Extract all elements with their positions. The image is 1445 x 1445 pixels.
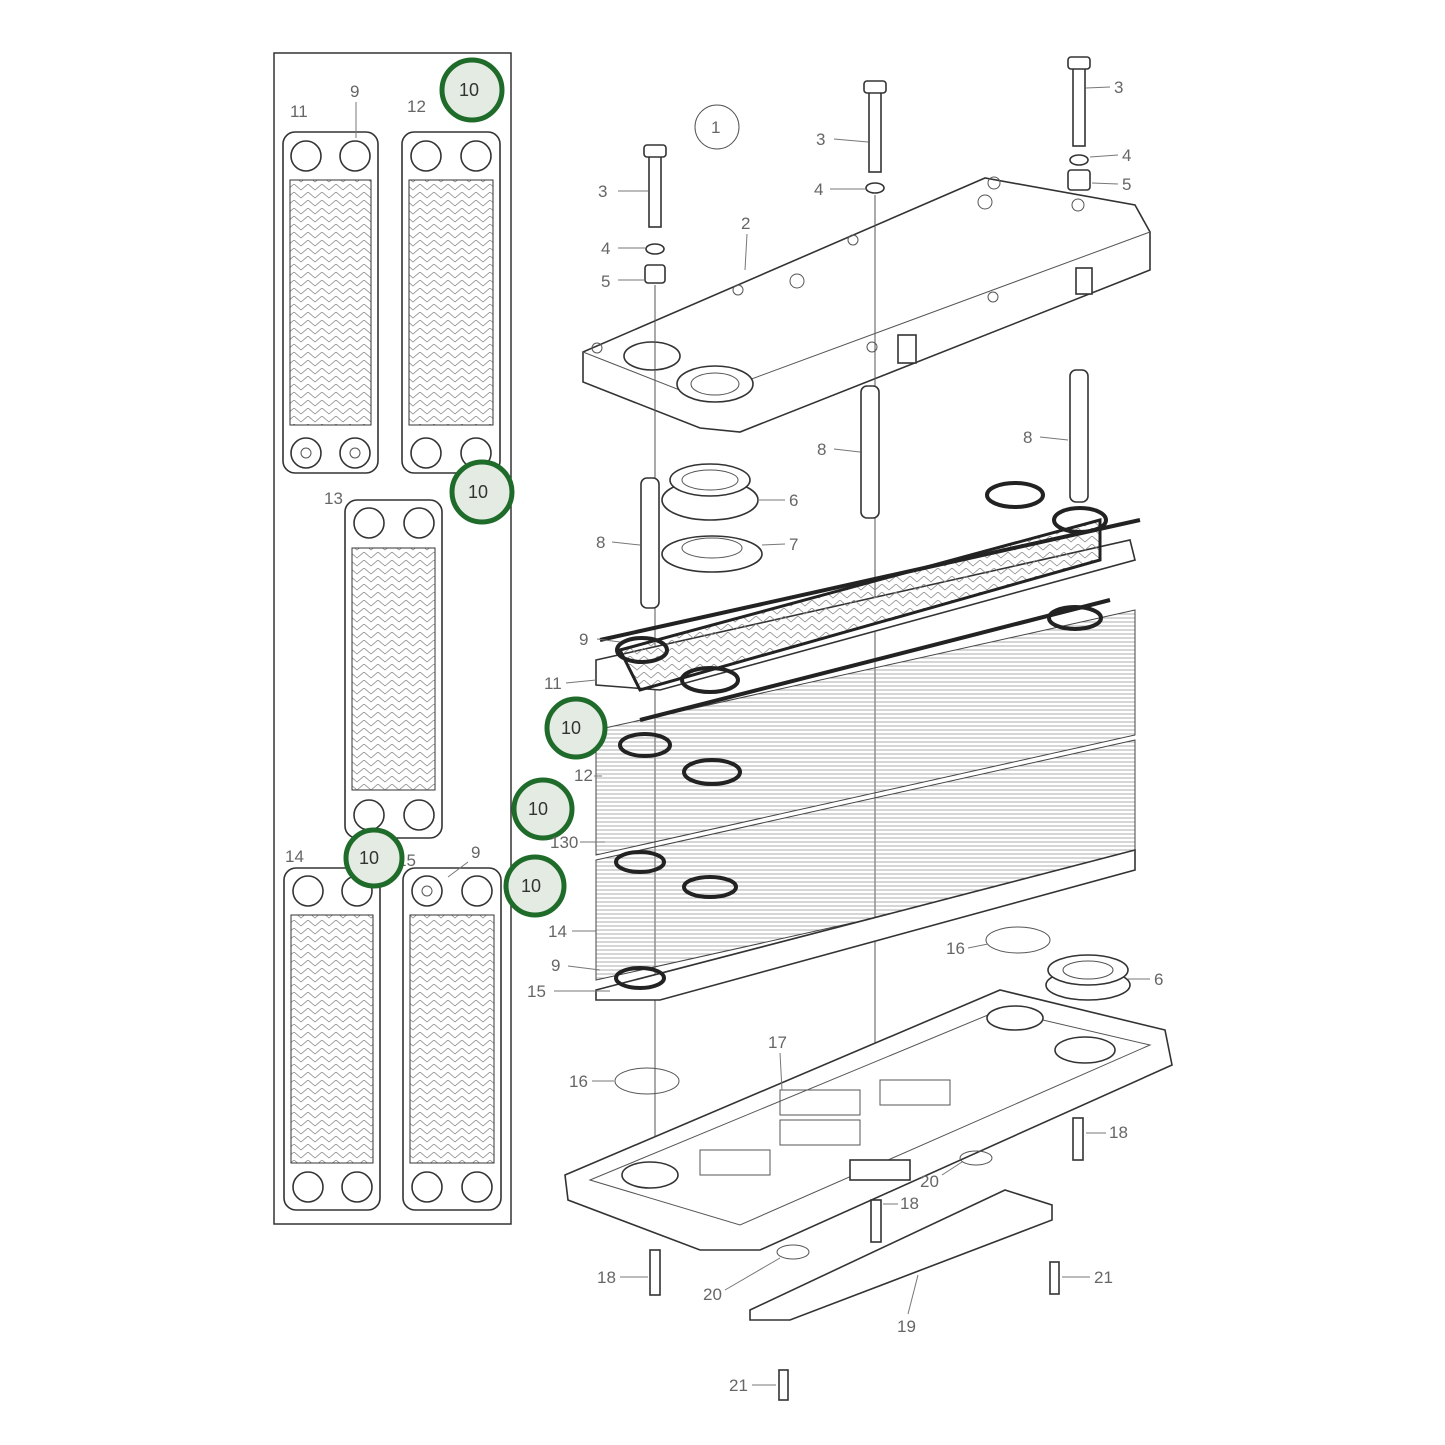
guide-bar xyxy=(640,477,660,609)
label-21: 21 xyxy=(1094,1268,1113,1287)
o-ring xyxy=(985,926,1051,954)
screw xyxy=(778,1369,789,1401)
o-ring xyxy=(614,1067,680,1095)
svg-text:10: 10 xyxy=(561,718,581,738)
label-4: 4 xyxy=(601,239,610,258)
label-20: 20 xyxy=(703,1285,722,1304)
label-3: 3 xyxy=(816,130,825,149)
callout-10: 10 xyxy=(343,827,405,889)
tightening-bolt xyxy=(643,144,667,284)
label-plate-14: 14 xyxy=(285,847,304,866)
callout-10: 10 xyxy=(449,459,515,525)
callout-10: 10 xyxy=(511,777,575,841)
port-liner xyxy=(661,463,759,521)
label-4: 4 xyxy=(1122,146,1131,165)
plate-15 xyxy=(402,867,502,1211)
label-14: 14 xyxy=(548,922,567,941)
label-18: 18 xyxy=(900,1194,919,1213)
label-3: 3 xyxy=(598,182,607,201)
view-number-badge xyxy=(694,104,740,150)
label-plate-12: 12 xyxy=(407,97,426,116)
label-5: 5 xyxy=(1122,175,1131,194)
plate-13 xyxy=(344,499,443,839)
label-21: 21 xyxy=(729,1376,748,1395)
callout-10: 10 xyxy=(503,854,567,918)
label-8: 8 xyxy=(596,533,605,552)
label-18: 18 xyxy=(1109,1123,1128,1142)
label-16: 16 xyxy=(946,939,965,958)
port-liner xyxy=(1045,954,1131,1001)
label-16: 16 xyxy=(569,1072,588,1091)
label-2: 2 xyxy=(741,214,750,233)
label-20: 20 xyxy=(920,1172,939,1191)
label-5: 5 xyxy=(601,272,610,291)
label-8: 8 xyxy=(1023,428,1032,447)
label-plate-11: 11 xyxy=(290,102,308,121)
plate-pack xyxy=(595,481,1141,1001)
svg-text:10: 10 xyxy=(528,799,548,819)
part-labels: 3 4 5 3 4 3 4 5 2 8 8 8 6 7 9 11 12 130 … xyxy=(527,78,1163,1395)
label-4: 4 xyxy=(814,180,823,199)
label-13: 130 xyxy=(550,833,578,852)
label-gasket-9: 9 xyxy=(350,82,359,101)
guide-bar xyxy=(1069,369,1089,503)
label-9: 9 xyxy=(579,630,588,649)
label-12: 12 xyxy=(574,766,593,785)
label-6: 6 xyxy=(1154,970,1163,989)
bolt xyxy=(1072,1117,1084,1161)
label-15: 15 xyxy=(527,982,546,1001)
label-3: 3 xyxy=(1114,78,1123,97)
plate-14 xyxy=(283,867,381,1211)
label-8: 8 xyxy=(817,440,826,459)
svg-text:10: 10 xyxy=(521,876,541,896)
pressure-plate xyxy=(564,989,1173,1251)
label-11: 11 xyxy=(544,674,562,693)
tightening-bolt xyxy=(863,80,887,194)
screw xyxy=(1049,1261,1060,1295)
ring xyxy=(776,1244,810,1260)
svg-text:10: 10 xyxy=(359,848,379,868)
label-gasket-9: 9 xyxy=(471,843,480,862)
bolt xyxy=(870,1199,882,1243)
svg-text:10: 10 xyxy=(459,80,479,100)
port-ring xyxy=(661,535,763,573)
label-17: 17 xyxy=(768,1033,787,1052)
svg-text:10: 10 xyxy=(468,482,488,502)
frame-plate xyxy=(582,176,1151,433)
label-plate-13: 13 xyxy=(324,489,343,508)
bolt xyxy=(649,1249,661,1296)
guide-bar xyxy=(860,385,880,519)
ring xyxy=(959,1150,993,1166)
label-7: 7 xyxy=(789,535,798,554)
label-6: 6 xyxy=(789,491,798,510)
label-9: 9 xyxy=(551,956,560,975)
label-18: 18 xyxy=(597,1268,616,1287)
callout-10: 10 xyxy=(439,57,505,123)
plate-12 xyxy=(401,131,501,474)
tightening-bolt xyxy=(1067,56,1091,191)
view-number: 1 xyxy=(711,118,720,137)
foot-plate xyxy=(749,1189,1053,1321)
callout-10: 10 xyxy=(544,696,608,760)
plate-11 xyxy=(282,131,379,474)
label-19: 19 xyxy=(897,1317,916,1336)
